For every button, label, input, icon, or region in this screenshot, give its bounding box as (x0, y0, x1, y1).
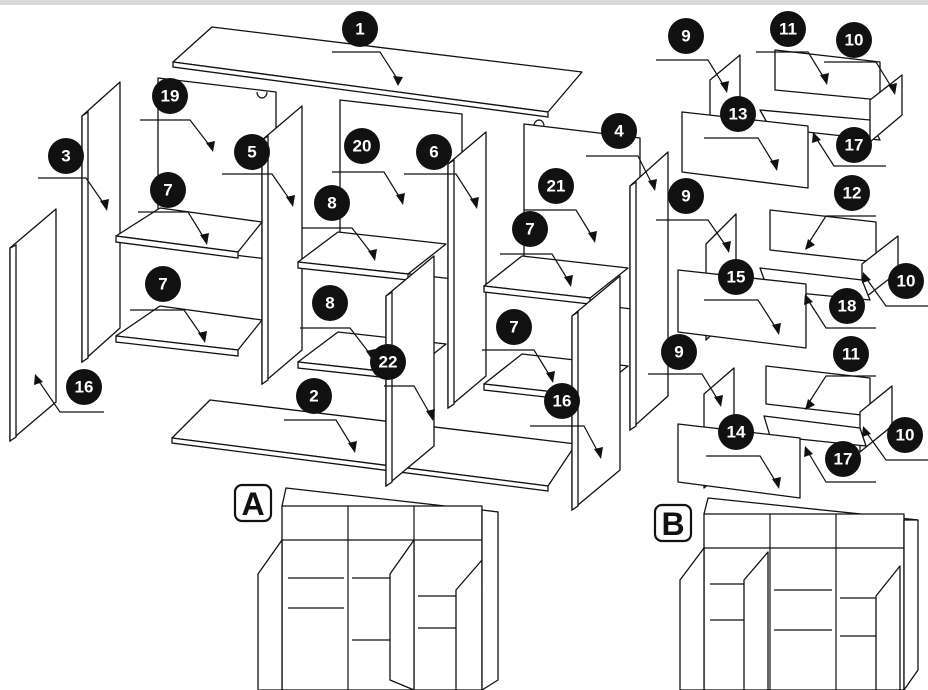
svg-text:B: B (661, 506, 684, 542)
callout-7-shelf-left-upper: 7 (138, 172, 209, 245)
callout-9-drawer1: 9 (656, 18, 729, 93)
callout-5: 5 (222, 134, 295, 207)
part-door-middle-edge (385, 290, 393, 488)
callout-22: 22 (370, 344, 435, 421)
part-partition-right-edge (447, 158, 455, 410)
svg-text:14: 14 (727, 423, 746, 442)
part-shelf-left-lower-edge (115, 335, 239, 357)
callout-7-shelf-left-lower: 7 (130, 266, 207, 343)
part-door-left (9, 208, 57, 442)
callout-6: 6 (404, 134, 479, 209)
svg-text:11: 11 (779, 20, 797, 39)
callout-13: 13 (704, 96, 779, 171)
svg-text:3: 3 (61, 147, 70, 166)
svg-text:19: 19 (161, 87, 180, 106)
callout-17-drawer3: 17 (804, 441, 876, 483)
variant-label-a: A (233, 483, 273, 523)
part-door-right (571, 275, 621, 511)
svg-text:15: 15 (727, 268, 746, 287)
svg-text:2: 2 (309, 387, 318, 406)
callout-7-shelf-right-upper: 7 (500, 211, 573, 287)
callouts-layer: 1 19 3 5 20 (34, 11, 928, 489)
svg-text:7: 7 (163, 181, 172, 200)
drawer3-front (677, 423, 801, 499)
back-panel-notch-right (533, 119, 545, 127)
svg-text:8: 8 (327, 194, 336, 213)
callout-11-drawer1: 11 (756, 11, 829, 85)
part-side-panel-right-edge (629, 180, 637, 432)
svg-text:22: 22 (379, 353, 398, 372)
drawer3-back (765, 365, 871, 417)
svg-text:18: 18 (838, 297, 857, 316)
part-door-left-edge (9, 243, 17, 443)
svg-text:6: 6 (429, 143, 438, 162)
svg-text:7: 7 (158, 275, 167, 294)
svg-text:11: 11 (842, 345, 860, 364)
svg-text:9: 9 (681, 27, 690, 46)
variant-label-b: B (653, 503, 693, 543)
svg-text:7: 7 (509, 318, 518, 337)
svg-text:9: 9 (674, 343, 683, 362)
part-bottom-panel (171, 399, 577, 487)
svg-text:9: 9 (681, 187, 690, 206)
callout-9-drawer2: 9 (656, 178, 731, 253)
svg-text:17: 17 (834, 450, 853, 469)
callout-9-drawer3: 9 (648, 334, 723, 407)
svg-text:A: A (241, 486, 264, 522)
part-partition-left-edge (261, 134, 269, 386)
callout-15: 15 (704, 259, 781, 335)
callout-16-door-right: 16 (530, 383, 603, 459)
callout-20: 20 (332, 128, 405, 205)
callout-1: 1 (332, 11, 403, 86)
assembled-cabinet-a (257, 487, 499, 690)
svg-text:5: 5 (247, 143, 256, 162)
callout-14: 14 (706, 414, 781, 489)
svg-text:20: 20 (353, 137, 372, 156)
svg-text:10: 10 (896, 426, 915, 445)
part-top-panel-edge (172, 61, 549, 118)
callout-17-drawer1: 17 (812, 127, 886, 167)
svg-text:17: 17 (845, 136, 864, 155)
drawer2-back (769, 209, 877, 263)
callout-10-drawer3: 10 (862, 417, 928, 461)
callout-21: 21 (524, 168, 597, 243)
callout-16-door-left: 16 (34, 369, 104, 413)
svg-text:7: 7 (525, 220, 534, 239)
callout-11-drawer3: 11 (805, 336, 876, 410)
svg-text:4: 4 (614, 122, 624, 141)
callout-10-drawer2: 10 (862, 263, 928, 307)
back-panel-notch (256, 91, 268, 99)
callout-19: 19 (140, 78, 215, 152)
callout-7-shelf-right-lower: 7 (482, 309, 555, 383)
svg-text:16: 16 (75, 378, 94, 397)
svg-text:16: 16 (553, 392, 572, 411)
callout-12: 12 (805, 175, 876, 250)
callout-18: 18 (804, 288, 876, 329)
part-bottom-panel-edge (171, 437, 549, 492)
svg-text:1: 1 (355, 20, 364, 39)
callout-2: 2 (284, 378, 357, 453)
svg-text:8: 8 (325, 294, 334, 313)
assembled-cabinet-b (679, 497, 919, 690)
svg-text:21: 21 (547, 177, 566, 196)
part-side-panel-left-edge (81, 110, 89, 364)
callout-4: 4 (586, 113, 657, 191)
svg-text:13: 13 (729, 105, 748, 124)
svg-text:10: 10 (845, 31, 864, 50)
drawer2-front (677, 269, 807, 349)
svg-text:12: 12 (843, 184, 862, 203)
part-shelf-left-upper-edge (115, 235, 239, 259)
svg-text:10: 10 (897, 272, 916, 291)
callout-8-shelf-middle-upper: 8 (302, 185, 377, 261)
drawer3-bottom (763, 415, 867, 447)
callout-10-drawer1: 10 (824, 22, 897, 95)
callout-3: 3 (38, 138, 109, 211)
